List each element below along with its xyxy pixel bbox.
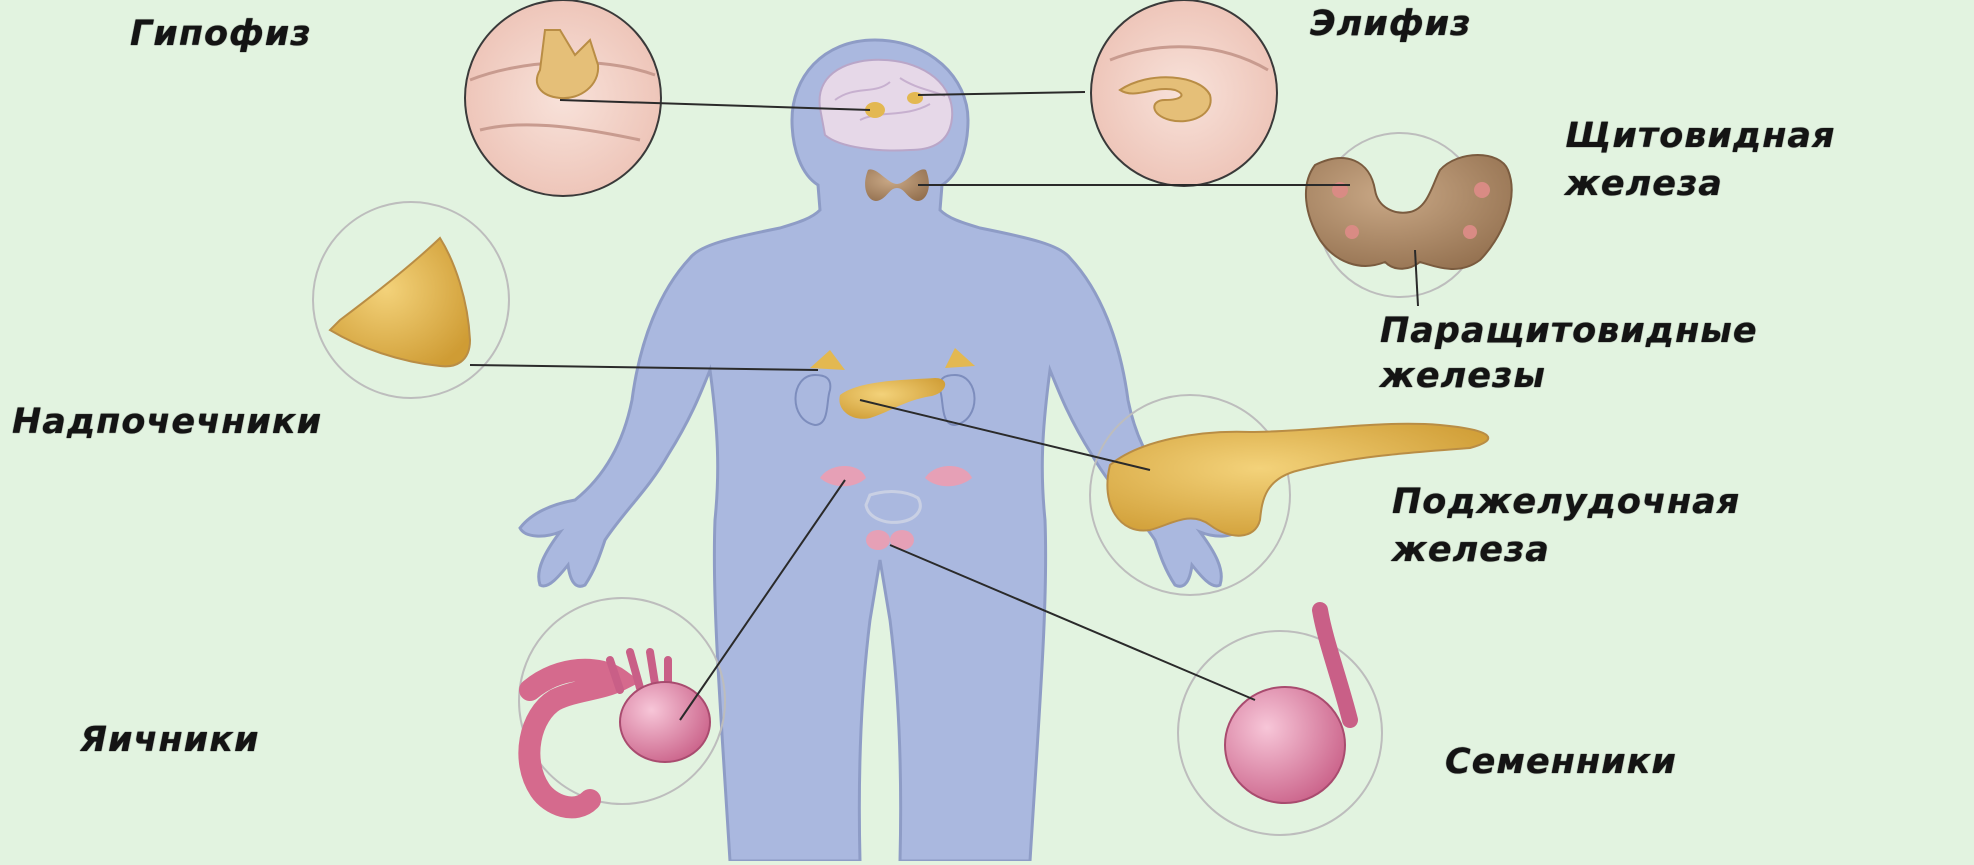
thyroid-enlarged (1306, 155, 1512, 269)
inset-pituitary (465, 0, 661, 196)
inset-adrenal (313, 202, 509, 398)
label-ovaries: Яичники (80, 716, 260, 764)
testis-left-on-body (866, 530, 890, 550)
label-parathyroid-line1: Паращитовидные (1380, 307, 1758, 355)
adrenal-enlarged (330, 238, 470, 366)
inset-pineal (1091, 0, 1277, 186)
pineal-on-body (907, 92, 923, 104)
label-pineal: Элифиз (1310, 0, 1471, 48)
label-pituitary: Гипофиз (130, 10, 312, 58)
label-adrenal: Надпочечники (12, 398, 322, 446)
inset-testes (1178, 610, 1382, 835)
fallopian-tube (529, 670, 620, 808)
testis-enlarged (1225, 687, 1345, 803)
label-thyroid-line1: Щитовидная (1565, 112, 1835, 160)
label-pancreas-line1: Поджелудочная (1392, 478, 1740, 526)
inset-ovaries (519, 598, 725, 807)
label-testes: Семенники (1445, 738, 1677, 786)
label-pancreas-line2: железа (1392, 526, 1550, 574)
inset-thyroid (1306, 133, 1512, 297)
ovary-enlarged (620, 682, 710, 762)
label-parathyroid-line2: железы (1380, 352, 1546, 400)
label-thyroid-line2: железа (1565, 160, 1723, 208)
